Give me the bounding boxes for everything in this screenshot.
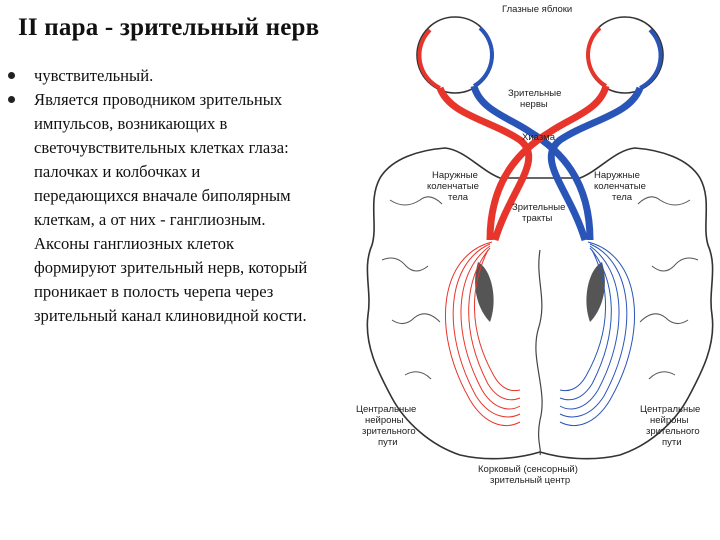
brain-outline: [366, 147, 714, 460]
label-central-left-4: пути: [378, 437, 398, 448]
label-chiasm: Хиазма: [522, 132, 556, 143]
optic-nerve-right-blue: [547, 86, 644, 242]
label-central-left-3: зрительного: [362, 426, 416, 437]
optic-nerve-left-blue: [470, 84, 594, 241]
optic-radiation-left: [444, 241, 521, 426]
label-central-right-3: зрительного: [646, 426, 700, 437]
ventricle-left: [475, 262, 494, 322]
brain-midline: [535, 249, 543, 456]
ventricle-right: [586, 262, 605, 322]
label-lgb-left-1: Наружные: [432, 170, 478, 181]
label-lgb-left-3: тела: [448, 192, 469, 203]
label-optic-nerves-1: Зрительные: [508, 88, 561, 99]
label-lgb-left-2: коленчатые: [427, 181, 479, 192]
bullet-item: чувствительный.: [8, 64, 308, 88]
retina-right-red: [586, 26, 608, 88]
label-central-left-2: нейроны: [365, 415, 404, 426]
label-central-right-1: Центральные: [640, 404, 700, 415]
bullet-dot-icon: [8, 96, 15, 103]
label-central-right-2: нейроны: [650, 415, 689, 426]
retina-left-blue: [472, 26, 494, 88]
gyri-lines-left: [381, 196, 443, 380]
bullet-item: Является проводником зрительных импульсо…: [8, 88, 308, 328]
label-lgb-right-1: Наружные: [594, 170, 640, 181]
label-central-left-1: Центральные: [356, 404, 416, 415]
bullet-text: Является проводником зрительных импульсо…: [34, 90, 308, 325]
slide-title: II пара - зрительный нерв: [18, 14, 320, 41]
retina-right-blue: [639, 28, 663, 90]
label-optic-tracts-2: тракты: [522, 213, 553, 224]
label-cortex-1: Корковый (сенсорный): [478, 464, 578, 475]
gyri-lines-right: [637, 196, 699, 380]
optic-nerve-right-red: [486, 84, 610, 241]
bullet-list: чувствительный. Является проводником зри…: [8, 64, 308, 328]
label-optic-nerves-2: нервы: [520, 99, 548, 110]
optic-radiation-right: [559, 241, 636, 426]
label-optic-tracts-1: Зрительные: [512, 202, 565, 213]
visual-pathway-diagram: Глазные яблоки Зрительные нервы Хиазма Н…: [356, 4, 714, 486]
label-lgb-right-3: тела: [612, 192, 633, 203]
label-central-right-4: пути: [662, 437, 682, 448]
label-eyeballs: Глазные яблоки: [502, 4, 572, 15]
bullet-text: чувствительный.: [34, 66, 154, 85]
label-lgb-right-2: коленчатые: [594, 181, 646, 192]
bullet-dot-icon: [8, 72, 15, 79]
label-cortex-2: зрительный центр: [490, 475, 570, 486]
optic-nerve-left-red: [436, 86, 533, 242]
retina-left-red: [417, 28, 441, 90]
